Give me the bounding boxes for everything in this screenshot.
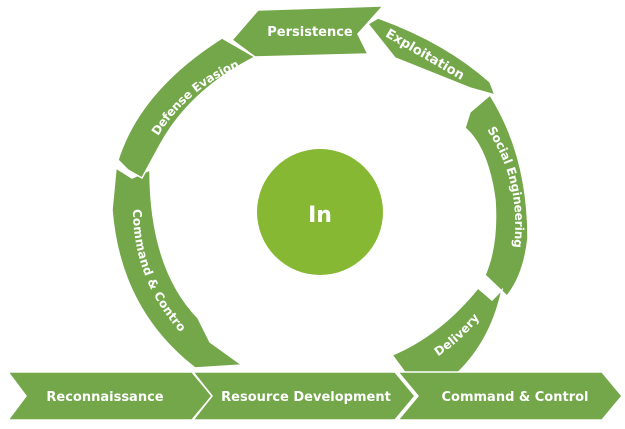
bottom-arrow-reconnaissance [6,371,213,421]
ring-label-persistence: Persistence [267,25,353,40]
center-circle [257,149,383,275]
bottom-label-resource-development: Resource Development [221,390,391,405]
bottom-label-command-control: Command & Control [441,390,588,405]
ring-segment-exploitation [366,17,497,97]
center-label: In [308,203,332,228]
bottom-arrow-resource-development [191,371,416,421]
ring-label-command-control-left: Command & Control [0,0,189,334]
ring-segment-defense-evasion [117,37,257,180]
ring-segment-social-engineering [464,93,529,298]
ring-segment-command-control [111,166,245,369]
ring-segment-delivery [390,286,504,391]
bottom-label-reconnaissance: Reconnaissance [46,390,163,405]
bottom-arrow-command-control [396,371,623,421]
